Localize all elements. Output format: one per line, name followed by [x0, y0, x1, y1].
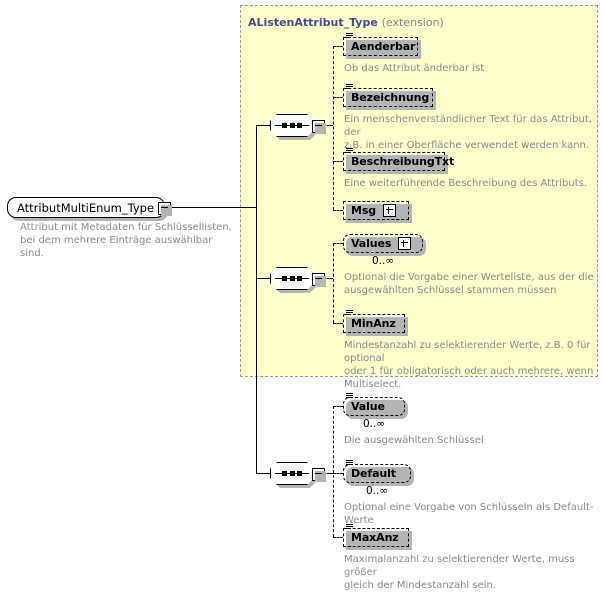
root-type-box[interactable]: AttributMultiEnum_Type — [7, 197, 165, 218]
trunk-to-seq2-line — [256, 278, 270, 279]
element-values-annotation: Optional die Vorgabe einer Werteliste, a… — [344, 272, 594, 296]
element-maxanz[interactable]: MaxAnz — [343, 524, 409, 547]
root-annotation: Attribut mit Metadaten für Schlüssellist… — [20, 222, 232, 259]
main-trunk-line — [256, 125, 257, 473]
extension-panel — [240, 5, 598, 377]
simple-type-icon — [346, 84, 353, 91]
element-values[interactable]: Values — [343, 234, 423, 253]
connector-values — [333, 243, 343, 244]
simple-type-icon — [346, 148, 353, 155]
connector-minanz — [333, 323, 343, 324]
trunk-to-seq3-line — [256, 473, 270, 474]
element-beschreibungtxt[interactable]: BeschreibungTxt — [343, 148, 454, 171]
sequence-2-collapse-minus-box-icon[interactable] — [312, 273, 326, 287]
element-beschreibungtxt-label: BeschreibungTxt — [351, 155, 455, 168]
seq2-spine-line — [333, 243, 334, 323]
trunk-to-seq1-line — [256, 125, 270, 126]
element-aenderbar[interactable]: Aenderbar — [343, 33, 418, 56]
element-bezeichnung-label: Bezeichnung — [351, 91, 430, 104]
element-value[interactable]: Value — [343, 393, 405, 416]
sequence-1-collapse-minus-box-icon[interactable] — [312, 120, 326, 134]
sequence-3-collapse-minus-box-icon[interactable] — [312, 468, 326, 482]
simple-type-icon — [346, 460, 353, 467]
element-bezeichnung-annotation: Ein menschenverständlicher Text für das … — [344, 114, 592, 151]
seq1-stem-line — [323, 125, 333, 126]
seq3-stem-line — [323, 473, 333, 474]
extension-base-type-name: AListenAttribut_Type — [248, 16, 378, 29]
element-bezeichnung[interactable]: Bezeichnung — [343, 84, 433, 107]
seq2-stem-line — [323, 278, 333, 279]
element-msg-plus-box-icon[interactable] — [383, 204, 397, 217]
element-value-cardinality: 0..∞ — [362, 418, 386, 430]
element-values-plus-box-icon[interactable] — [398, 237, 412, 250]
element-value-label: Value — [351, 400, 385, 413]
element-default-cardinality: 0..∞ — [365, 485, 389, 497]
sequence-dots-icon — [282, 275, 302, 282]
simple-type-icon — [346, 310, 353, 317]
element-minanz-annotation: Mindestanzahl zu selektierender Werte, z… — [344, 340, 594, 390]
simple-type-icon — [346, 33, 353, 40]
sequence-dots-icon — [282, 122, 302, 129]
root-to-trunk-line — [169, 207, 256, 208]
element-aenderbar-label: Aenderbar — [351, 40, 416, 53]
sequence-compositor-3[interactable] — [270, 462, 317, 488]
connector-default — [333, 473, 343, 474]
element-beschreibungtxt-annotation: Eine weiterführende Beschreibung des Att… — [344, 178, 588, 189]
extension-kind-label: (extension) — [381, 16, 444, 29]
extension-base-type-label: AListenAttribut_Type (extension) — [248, 16, 444, 29]
element-maxanz-label: MaxAnz — [351, 531, 399, 544]
element-minanz[interactable]: MinAnz — [343, 310, 405, 333]
sequence-compositor-2[interactable] — [270, 267, 317, 293]
seq3-spine-line — [333, 406, 334, 537]
element-msg[interactable]: Msg — [343, 201, 409, 220]
root-collapse-minus-box-icon[interactable] — [158, 202, 172, 216]
connector-msg — [333, 210, 343, 211]
element-aenderbar-annotation: Ob das Attribut änderbar ist — [344, 63, 485, 74]
element-default[interactable]: Default — [343, 460, 411, 483]
simple-type-icon — [346, 393, 353, 400]
element-default-label: Default — [351, 467, 396, 480]
sequence-compositor-1[interactable] — [270, 114, 317, 140]
connector-bezeichnung — [333, 97, 343, 98]
connector-aenderbar — [333, 46, 343, 47]
sequence-dots-icon — [282, 470, 302, 477]
root-type-label: AttributMultiEnum_Type — [17, 200, 155, 215]
element-maxanz-annotation: Maximalanzahl zu selektierender Werte, m… — [344, 554, 575, 591]
connector-value — [333, 406, 343, 407]
element-value-annotation: Die ausgewählten Schlüssel — [344, 435, 484, 446]
element-minanz-label: MinAnz — [351, 317, 396, 330]
simple-type-icon — [346, 524, 353, 531]
xsd-schema-diagram: AListenAttribut_Type (extension) Attribu… — [7, 5, 598, 591]
connector-beschreibungtxt — [333, 161, 343, 162]
seq1-spine-line — [333, 46, 334, 210]
element-values-label: Values — [351, 237, 392, 250]
connector-maxanz — [333, 537, 343, 538]
element-msg-label: Msg — [351, 204, 377, 217]
element-values-cardinality: 0..∞ — [371, 255, 395, 267]
element-default-annotation: Optional eine Vorgabe von Schlüsseln als… — [344, 502, 594, 526]
